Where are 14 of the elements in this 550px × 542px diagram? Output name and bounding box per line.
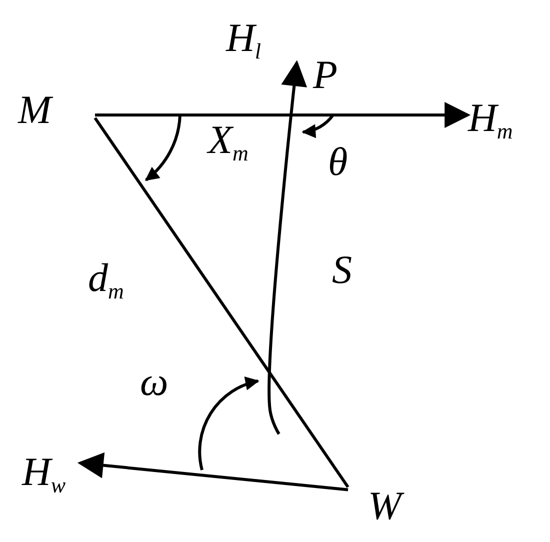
line (94, 117, 350, 488)
arrow (268, 60, 308, 435)
arrow (77, 452, 348, 492)
arrow (95, 102, 471, 128)
edge-label: S (332, 250, 352, 290)
point-label: P (313, 55, 338, 95)
point-label: H$_{m}$ (468, 98, 513, 143)
point-label: H$_{l}$ (226, 18, 300, 63)
edge-label: d$_{m}$ (88, 258, 124, 303)
point-label: H$_{w}$ (22, 452, 80, 497)
point-label: M (18, 90, 95, 130)
angle-label: X$_{m}$ (208, 120, 248, 165)
angle-label: ω (140, 362, 168, 402)
angle-label: θ (328, 142, 348, 182)
